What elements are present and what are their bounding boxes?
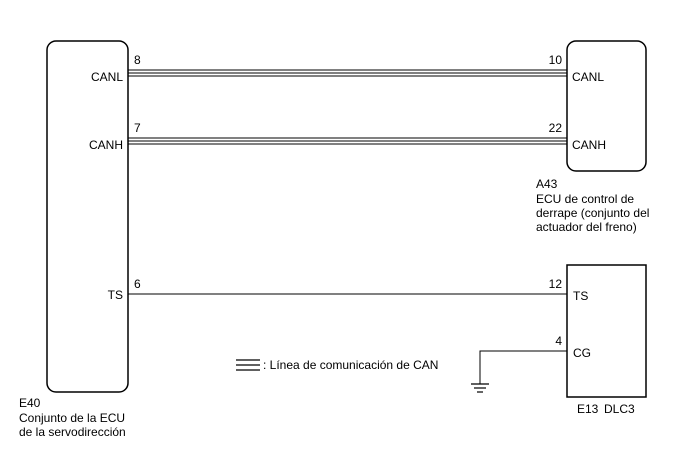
dlc3-cg-pin-number: 4 bbox=[555, 334, 562, 348]
cg-wire bbox=[479, 350, 567, 384]
a43-canl-pin-number: 10 bbox=[549, 53, 563, 67]
e40-name-line1: Conjunto de la ECU bbox=[19, 411, 125, 425]
canh-can-wire bbox=[128, 137, 567, 145]
dlc3-cg-label: CG bbox=[573, 346, 591, 360]
e40-canh-pin-number: 7 bbox=[134, 121, 141, 135]
a43-canl-label: CANL bbox=[572, 70, 604, 84]
e40-ts-pin-number: 6 bbox=[134, 277, 141, 291]
ground-icon bbox=[471, 383, 489, 393]
dlc3-ts-pin-number: 12 bbox=[549, 277, 563, 291]
a43-canh-pin-number: 22 bbox=[549, 121, 563, 135]
canl-can-wire bbox=[128, 69, 567, 77]
a43-name-line1: ECU de control de bbox=[536, 192, 634, 206]
dlc3-name: DLC3 bbox=[604, 402, 635, 416]
can-line-legend-icon bbox=[236, 359, 260, 371]
e40-name-line2: de la servodirección bbox=[19, 425, 126, 439]
a43-connector-code: A43 bbox=[536, 177, 558, 191]
dlc3-ts-label: TS bbox=[573, 289, 588, 303]
dlc3-box bbox=[566, 264, 647, 398]
a43-name-line2: derrape (conjunto del bbox=[536, 206, 649, 220]
skid-control-ecu-box bbox=[566, 40, 647, 172]
e40-ts-label: TS bbox=[108, 288, 123, 302]
a43-canh-label: CANH bbox=[572, 138, 606, 152]
e40-canl-label: CANL bbox=[91, 70, 123, 84]
e40-canl-pin-number: 8 bbox=[134, 53, 141, 67]
can-line-legend-text: : Línea de comunicación de CAN bbox=[263, 358, 438, 372]
e13-connector-code: E13 bbox=[577, 402, 599, 416]
e40-connector-code: E40 bbox=[19, 396, 41, 410]
a43-name-line3: actuador del freno) bbox=[536, 220, 637, 234]
e40-canh-label: CANH bbox=[89, 138, 123, 152]
power-steering-ecu-box bbox=[46, 40, 129, 393]
